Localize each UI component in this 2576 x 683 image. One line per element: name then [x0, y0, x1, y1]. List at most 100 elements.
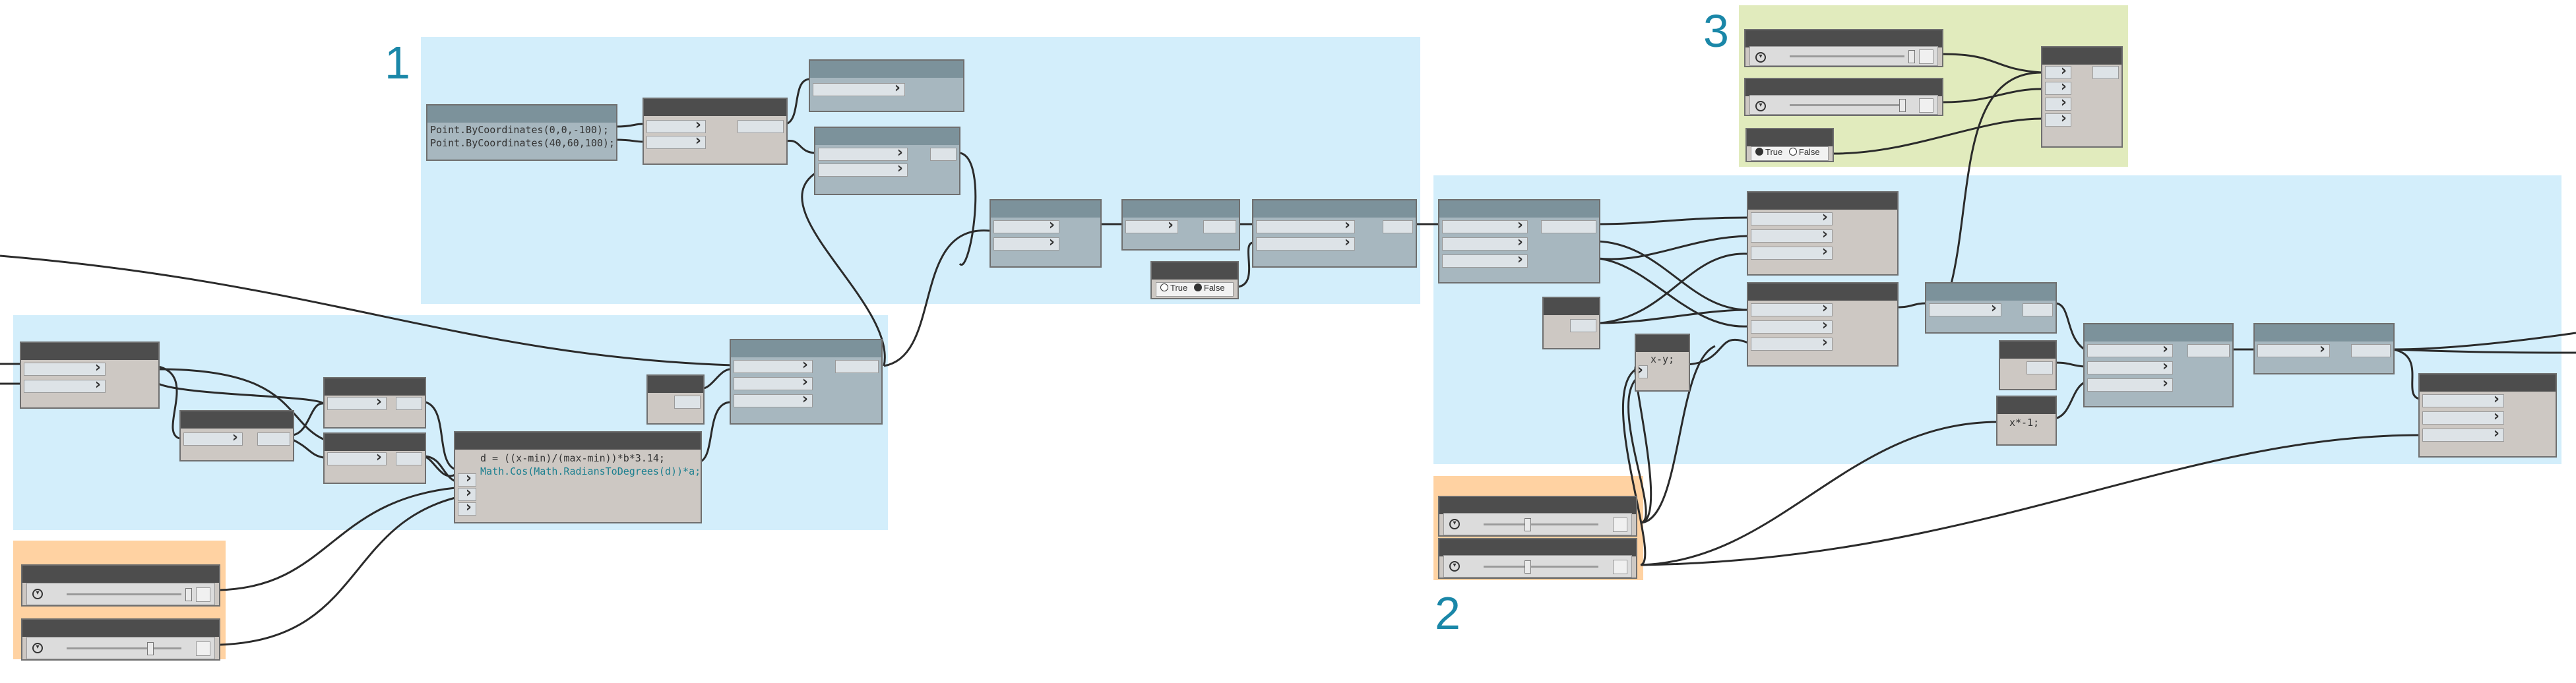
slider-thumb[interactable]: [1899, 99, 1906, 112]
node-header[interactable]: [2085, 324, 2232, 342]
node-left-3[interactable]: [323, 377, 426, 429]
slider-track[interactable]: [67, 647, 181, 649]
dropdown-icon[interactable]: ▾: [32, 643, 43, 653]
input-port[interactable]: [1751, 334, 1833, 351]
slider-thumb[interactable]: [147, 642, 154, 655]
node-header[interactable]: [1745, 79, 1942, 96]
node-right-small[interactable]: [1542, 297, 1600, 349]
slider-track[interactable]: [1790, 55, 1904, 57]
node-header[interactable]: [1997, 397, 2056, 414]
node-header[interactable]: [1123, 200, 1239, 218]
node-right-6[interactable]: [2253, 323, 2395, 374]
node-left-4[interactable]: [323, 432, 426, 484]
node-right-1[interactable]: [1438, 199, 1600, 283]
node-header[interactable]: [1747, 129, 1833, 146]
input-port[interactable]: [24, 359, 106, 376]
boolean-node-2[interactable]: True False: [1745, 128, 1834, 162]
input-port[interactable]: [1125, 217, 1178, 233]
node-header[interactable]: [181, 411, 293, 429]
node-header[interactable]: [731, 340, 881, 357]
node-left-big[interactable]: [730, 339, 883, 425]
input-port[interactable]: [1751, 226, 1833, 243]
node-header[interactable]: [1745, 30, 1942, 47]
node-header[interactable]: [22, 620, 219, 637]
node-left-2[interactable]: [179, 410, 294, 461]
node-header[interactable]: [991, 200, 1100, 218]
input-port[interactable]: [1637, 362, 1648, 378]
dropdown-icon[interactable]: ▾: [1449, 561, 1460, 572]
boolean-toggle[interactable]: True False: [1751, 146, 1829, 161]
input-port[interactable]: [2045, 110, 2071, 127]
input-port[interactable]: [327, 394, 387, 410]
input-port[interactable]: [646, 117, 706, 133]
boolean-toggle[interactable]: True False: [1156, 282, 1234, 297]
radio-true[interactable]: [1755, 148, 1763, 156]
boolean-node-1[interactable]: True False: [1150, 261, 1239, 299]
input-port[interactable]: [183, 429, 243, 446]
input-port[interactable]: [24, 376, 106, 393]
slider-cap[interactable]: [1919, 98, 1933, 113]
node-header[interactable]: [1748, 193, 1897, 210]
input-port[interactable]: [458, 499, 476, 516]
slider-thumb[interactable]: [1908, 50, 1915, 63]
input-port[interactable]: [734, 374, 813, 390]
node-left-small[interactable]: [646, 374, 705, 425]
slider-node-3b[interactable]: ▾: [1744, 78, 1943, 116]
node-header[interactable]: [1748, 283, 1897, 301]
output-port[interactable]: [930, 148, 957, 161]
dropdown-icon[interactable]: ▾: [1449, 519, 1460, 529]
node-header[interactable]: [644, 99, 786, 116]
dropdown-icon[interactable]: ▾: [1755, 52, 1766, 63]
code-block-xy[interactable]: x-y;: [1635, 334, 1690, 392]
input-port[interactable]: [818, 160, 908, 177]
slider-track[interactable]: [1790, 104, 1904, 106]
node-chain-3[interactable]: [1252, 199, 1417, 268]
output-port[interactable]: [2351, 344, 2391, 357]
output-port[interactable]: [1383, 220, 1413, 233]
node-header[interactable]: [22, 566, 219, 583]
node-header[interactable]: [1636, 335, 1689, 352]
input-port[interactable]: [1256, 217, 1355, 233]
output-port[interactable]: [2092, 66, 2119, 79]
output-port[interactable]: [2023, 303, 2053, 316]
slider-node-3a[interactable]: ▾: [1744, 29, 1943, 67]
output-port[interactable]: [2026, 361, 2053, 374]
radio-false[interactable]: [1193, 283, 1202, 291]
output-port[interactable]: [396, 452, 422, 465]
slider-thumb[interactable]: [1524, 518, 1531, 531]
slider-node-left-2[interactable]: ▾: [21, 618, 220, 661]
node-left-1[interactable]: [20, 342, 160, 409]
node-header[interactable]: [325, 434, 425, 451]
input-port[interactable]: [2257, 341, 2330, 357]
node-header[interactable]: [1253, 200, 1416, 218]
slider-node-2a[interactable]: ▾: [1438, 496, 1637, 537]
output-port[interactable]: [2187, 344, 2230, 357]
number-slider[interactable]: ▾: [1443, 513, 1632, 535]
node-header[interactable]: [1439, 200, 1599, 218]
node-group3[interactable]: [2041, 46, 2123, 148]
slider-thumb[interactable]: [1524, 560, 1531, 574]
code-block-points[interactable]: Point.ByCoordinates(0,0,-100); Point.ByC…: [426, 104, 617, 161]
output-port[interactable]: [257, 432, 290, 446]
output-port[interactable]: [1570, 319, 1596, 332]
node-header[interactable]: [648, 376, 703, 393]
output-port[interactable]: [396, 397, 422, 410]
input-port[interactable]: [2422, 408, 2504, 425]
input-port[interactable]: [2045, 63, 2071, 79]
input-port[interactable]: [2087, 375, 2173, 392]
number-slider[interactable]: ▾: [1749, 46, 1938, 66]
node-header[interactable]: [455, 432, 701, 450]
node-top-a[interactable]: [809, 59, 964, 112]
output-port[interactable]: [1541, 220, 1596, 233]
slider-node-left-1[interactable]: ▾: [21, 564, 220, 607]
node-header[interactable]: [21, 343, 158, 360]
slider-cap[interactable]: [196, 587, 210, 602]
number-slider[interactable]: ▾: [1749, 95, 1938, 115]
node-header[interactable]: [1439, 497, 1636, 514]
slider-track[interactable]: [1484, 566, 1598, 568]
input-port[interactable]: [993, 234, 1059, 251]
node-header[interactable]: [810, 61, 963, 78]
node-header[interactable]: [815, 128, 959, 145]
node-header[interactable]: [1439, 539, 1636, 556]
node-right-2[interactable]: [1747, 191, 1899, 276]
